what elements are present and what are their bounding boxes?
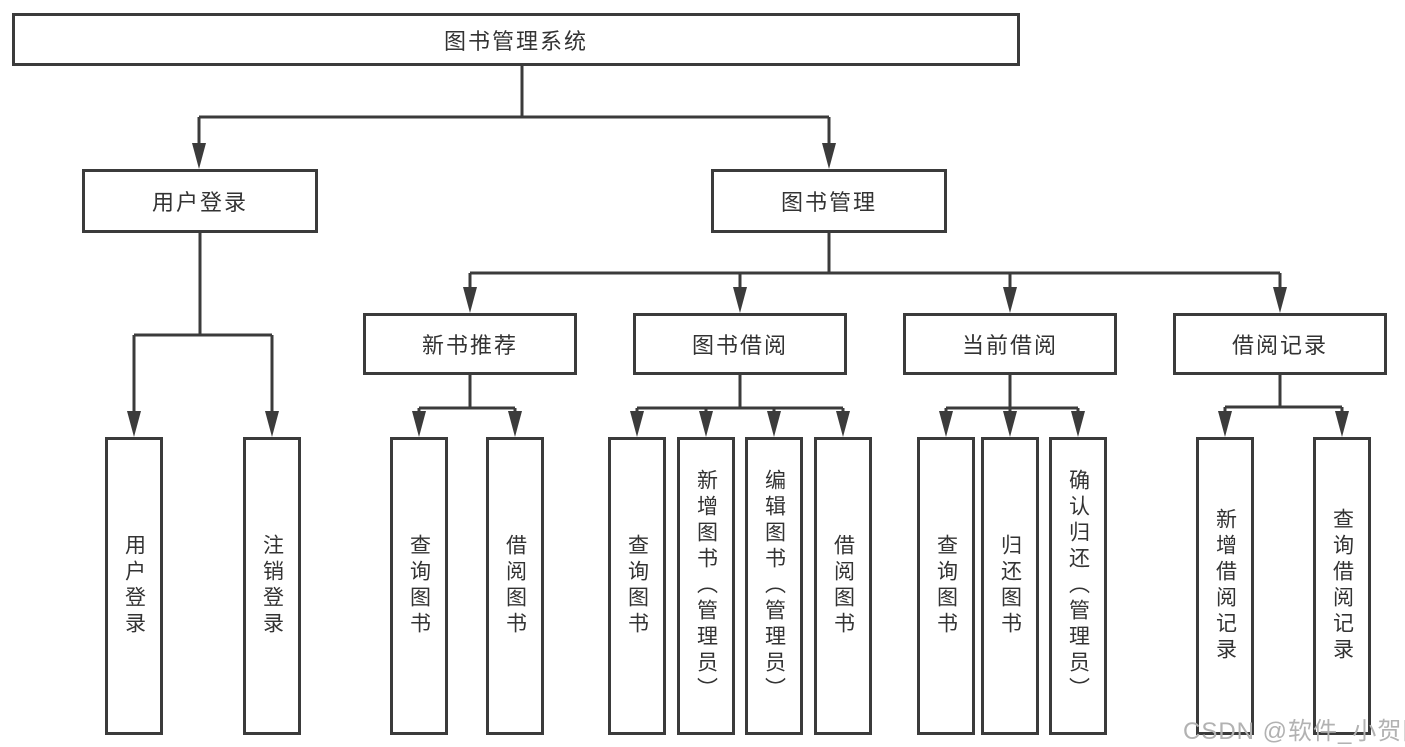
leaf-edit-books-admin: 编辑图书（管理员） (745, 437, 803, 735)
leaf-user-login-label: 用户登录 (122, 534, 146, 638)
edges-borrowrecords-to-leaves (1223, 375, 1344, 413)
leaf-borrow-books-2-label: 借阅图书 (831, 534, 855, 638)
leaf-borrow-books-1: 借阅图书 (486, 437, 544, 735)
node-new-book-recommend: 新书推荐 (363, 313, 577, 375)
leaf-confirm-return-admin-label: 确认归还（管理员） (1066, 469, 1090, 703)
edges-bookmgmt-to-level3 (468, 233, 1282, 289)
node-book-borrow: 图书借阅 (633, 313, 847, 375)
leaf-borrow-books-1-label: 借阅图书 (503, 534, 527, 638)
leaf-user-login: 用户登录 (105, 437, 163, 735)
leaf-query-borrow-record: 查询借阅记录 (1313, 437, 1371, 735)
node-book-management: 图书管理 (711, 169, 947, 233)
node-current-borrow: 当前借阅 (903, 313, 1117, 375)
leaf-return-books-label: 归还图书 (998, 534, 1022, 638)
leaf-logout-label: 注销登录 (260, 534, 284, 638)
leaf-query-books-2-label: 查询图书 (625, 534, 649, 638)
arrowheads-root-to-level2 (192, 143, 836, 169)
leaf-query-borrow-record-label: 查询借阅记录 (1330, 508, 1354, 664)
node-user-login: 用户登录 (82, 169, 318, 233)
leaf-logout: 注销登录 (243, 437, 301, 735)
leaf-add-books-admin: 新增图书（管理员） (677, 437, 735, 735)
node-borrow-records: 借阅记录 (1173, 313, 1387, 375)
csdn-watermark: CSDN @软件_小贺同学 (1183, 718, 1405, 745)
node-root-system: 图书管理系统 (12, 13, 1020, 66)
leaf-query-books-3-label: 查询图书 (934, 534, 958, 638)
leaf-query-books-2: 查询图书 (608, 437, 666, 735)
leaf-add-borrow-record-label: 新增借阅记录 (1213, 508, 1237, 664)
leaf-add-borrow-record: 新增借阅记录 (1196, 437, 1254, 735)
leaf-confirm-return-admin: 确认归还（管理员） (1049, 437, 1107, 735)
leaf-query-books-1: 查询图书 (390, 437, 448, 735)
leaf-borrow-books-2: 借阅图书 (814, 437, 872, 735)
leaf-add-books-admin-label: 新增图书（管理员） (694, 469, 718, 703)
edges-bookborrow-to-leaves (635, 375, 845, 413)
arrowheads-to-leaves (127, 411, 1349, 437)
edges-currentborrow-to-leaves (944, 375, 1080, 413)
leaf-return-books: 归还图书 (981, 437, 1039, 735)
edges-root-to-level2 (197, 66, 831, 145)
edges-userlogin-to-leaves (132, 233, 274, 413)
leaf-edit-books-admin-label: 编辑图书（管理员） (762, 469, 786, 703)
leaf-query-books-3: 查询图书 (917, 437, 975, 735)
leaf-query-books-1-label: 查询图书 (407, 534, 431, 638)
arrowheads-bookmgmt-to-level3 (463, 287, 1287, 313)
edges-newbook-to-leaves (417, 375, 517, 413)
